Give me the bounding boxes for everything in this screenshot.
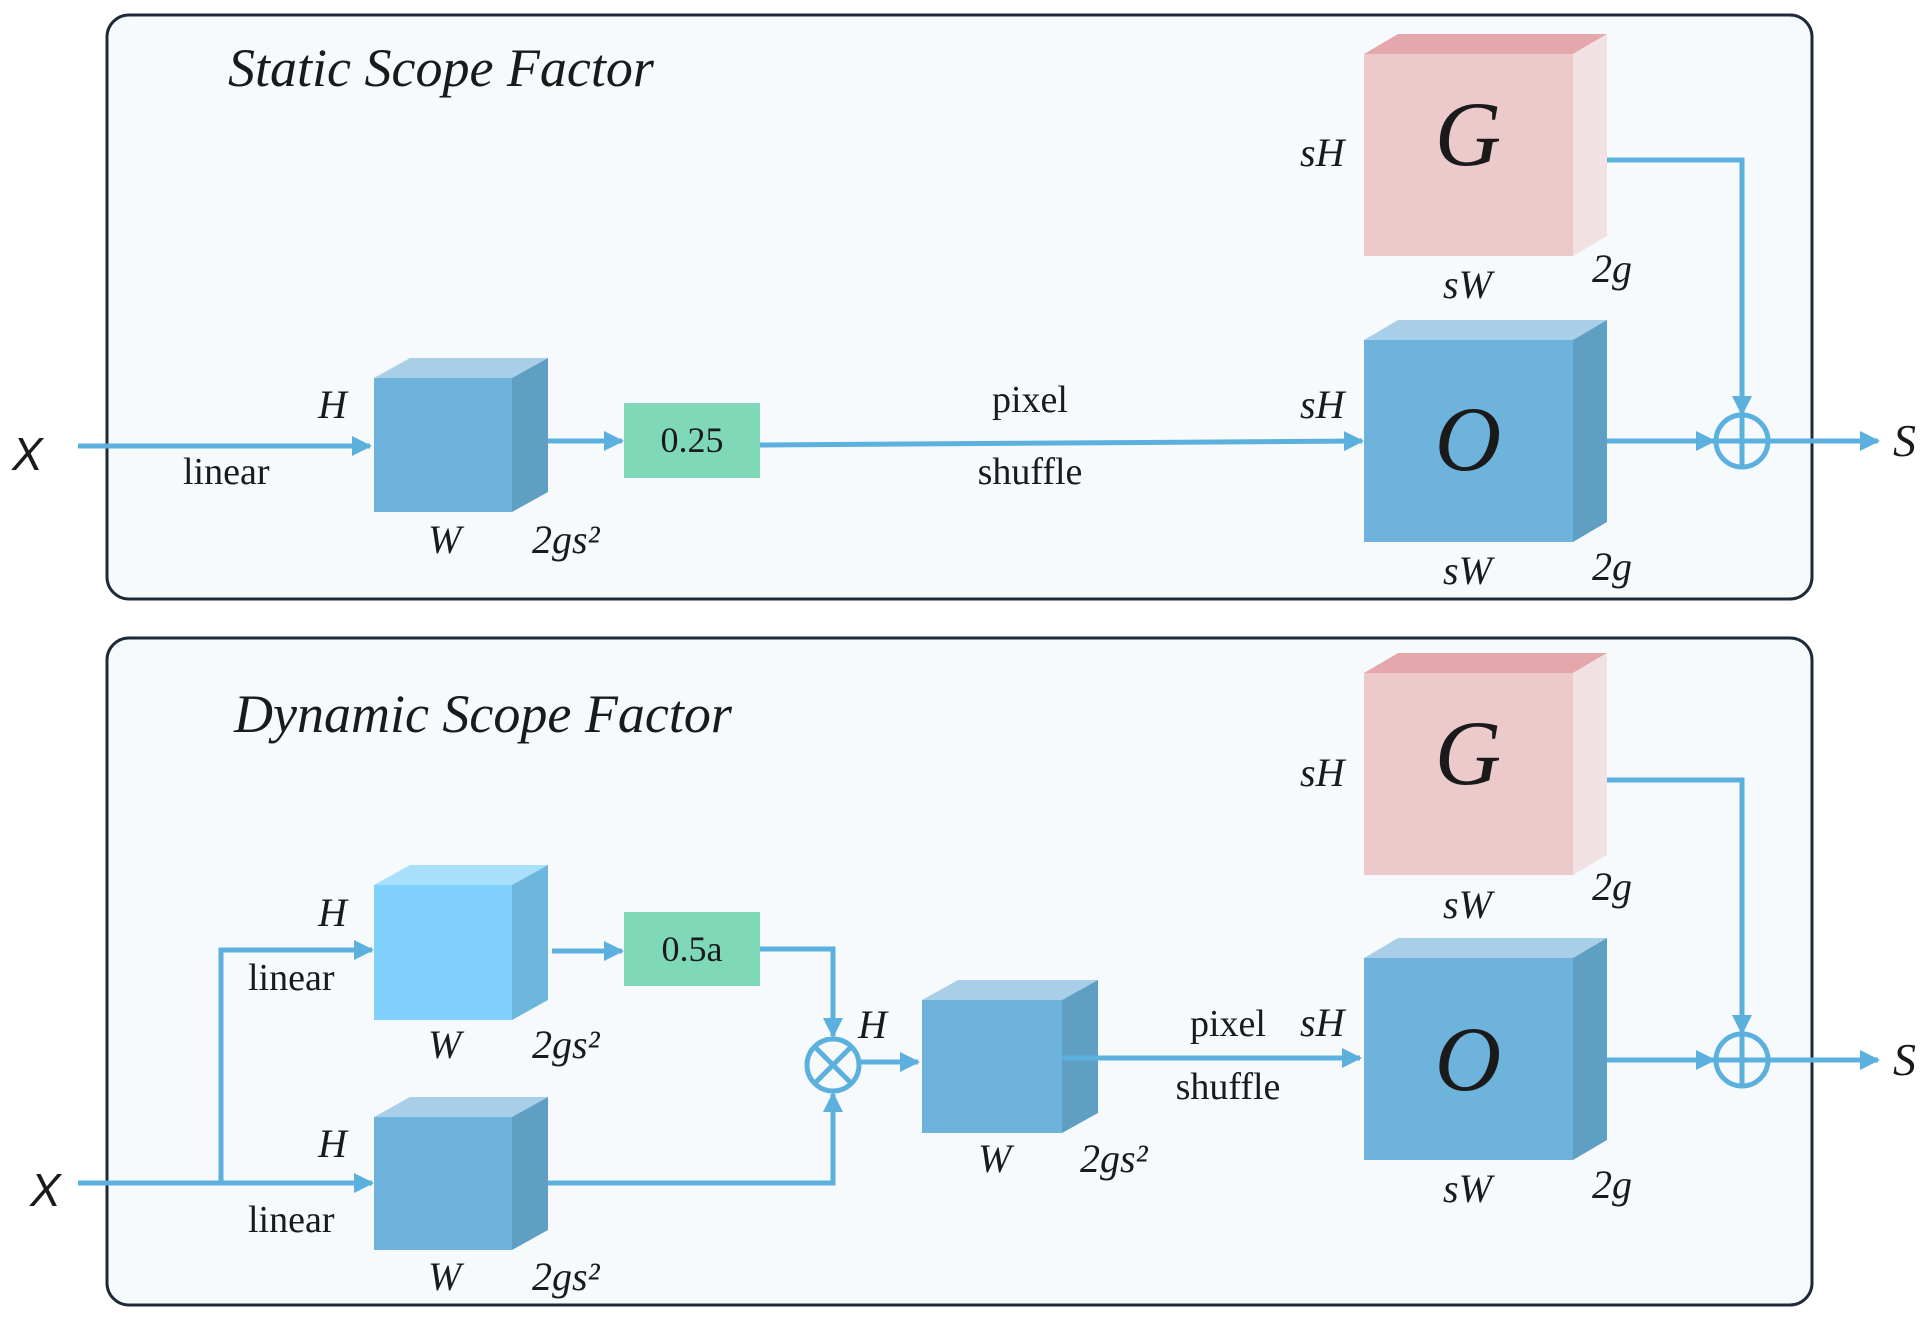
bottom-g-depth-label: 2g bbox=[1592, 864, 1632, 909]
top-feature-cube bbox=[374, 358, 548, 512]
bottom-scalar-to-mult-arrow bbox=[760, 946, 843, 1038]
static-panel-title: Static Scope Factor bbox=[228, 38, 655, 98]
bottom-o-block: O bbox=[1364, 938, 1607, 1160]
top-g-height-label: sH bbox=[1300, 130, 1347, 175]
top-scalar-label: 0.25 bbox=[661, 420, 724, 460]
top-pixel-shuffle-arrow bbox=[759, 431, 1364, 452]
top-cube-depth-label: 2gs² bbox=[532, 517, 601, 562]
bottom-shuffle-label: shuffle bbox=[1176, 1066, 1281, 1108]
bottom-lower-cube-width-label: W bbox=[428, 1254, 465, 1299]
bottom-g-block: G bbox=[1364, 653, 1607, 875]
dynamic-scope-panel: Dynamic Scope Factor X linear linear H W… bbox=[29, 636, 1916, 1307]
dynamic-panel-title: Dynamic Scope Factor bbox=[233, 684, 733, 744]
top-o-height-label: sH bbox=[1300, 382, 1347, 427]
top-o-width-label: sW bbox=[1443, 548, 1496, 593]
static-scope-panel: Static Scope Factor X linear H W 2gs² 0.… bbox=[11, 13, 1916, 601]
top-o-depth-label: 2g bbox=[1592, 544, 1632, 589]
bottom-o-width-label: sW bbox=[1443, 1166, 1496, 1211]
bottom-lower-linear-label: linear bbox=[248, 1199, 335, 1241]
bottom-upper-cube bbox=[374, 865, 548, 1020]
top-linear-label: linear bbox=[183, 451, 270, 493]
bottom-g-letter: G bbox=[1435, 702, 1501, 804]
top-g-block: G bbox=[1364, 34, 1607, 256]
top-cube-height-label: H bbox=[317, 382, 349, 427]
top-cube-width-label: W bbox=[428, 517, 465, 562]
bottom-scalar-box bbox=[624, 912, 760, 986]
top-g-depth-label: 2g bbox=[1592, 246, 1632, 291]
bottom-mid-cube-width-label: W bbox=[978, 1136, 1015, 1181]
top-pixel-label: pixel bbox=[992, 379, 1068, 421]
bottom-scalar-label: 0.5a bbox=[662, 929, 723, 969]
top-g-width-label: sW bbox=[1443, 262, 1496, 307]
top-scalar-box bbox=[624, 403, 760, 478]
bottom-multiply-icon bbox=[804, 1036, 862, 1094]
bottom-input-x-label: X bbox=[29, 1164, 63, 1216]
top-g-to-sum-arrow bbox=[1607, 157, 1752, 416]
bottom-g-width-label: sW bbox=[1443, 882, 1496, 927]
bottom-g-height-label: sH bbox=[1300, 750, 1347, 795]
bottom-o-height-label: sH bbox=[1300, 1000, 1347, 1045]
bottom-o-depth-label: 2g bbox=[1592, 1162, 1632, 1207]
top-sum-icon bbox=[1713, 412, 1771, 470]
bottom-branch-arrow bbox=[218, 940, 374, 1183]
top-g-letter: G bbox=[1435, 83, 1501, 185]
bottom-upper-linear-label: linear bbox=[248, 957, 335, 999]
bottom-pixel-label: pixel bbox=[1190, 1003, 1266, 1045]
bottom-g-to-sum-arrow bbox=[1607, 777, 1752, 1035]
top-shuffle-label: shuffle bbox=[978, 451, 1083, 493]
bottom-lower-to-mult-arrow bbox=[548, 1092, 843, 1186]
bottom-upper-cube-depth-label: 2gs² bbox=[532, 1022, 601, 1067]
bottom-mid-cube-depth-label: 2gs² bbox=[1080, 1136, 1149, 1181]
bottom-upper-cube-height-label: H bbox=[317, 890, 349, 935]
top-o-block: O bbox=[1364, 320, 1607, 542]
bottom-output-s-label: S bbox=[1893, 1034, 1916, 1085]
top-o-letter: O bbox=[1435, 388, 1501, 490]
bottom-lower-cube-height-label: H bbox=[317, 1121, 349, 1166]
bottom-upper-cube-width-label: W bbox=[428, 1022, 465, 1067]
bottom-o-letter: O bbox=[1435, 1008, 1501, 1110]
bottom-lower-cube bbox=[374, 1097, 548, 1250]
top-input-x-label: X bbox=[11, 428, 45, 480]
bottom-lower-cube-depth-label: 2gs² bbox=[532, 1254, 601, 1299]
bottom-mult-height-label: H bbox=[857, 1002, 889, 1047]
bottom-sum-icon bbox=[1713, 1031, 1771, 1089]
top-output-s-label: S bbox=[1893, 415, 1916, 466]
